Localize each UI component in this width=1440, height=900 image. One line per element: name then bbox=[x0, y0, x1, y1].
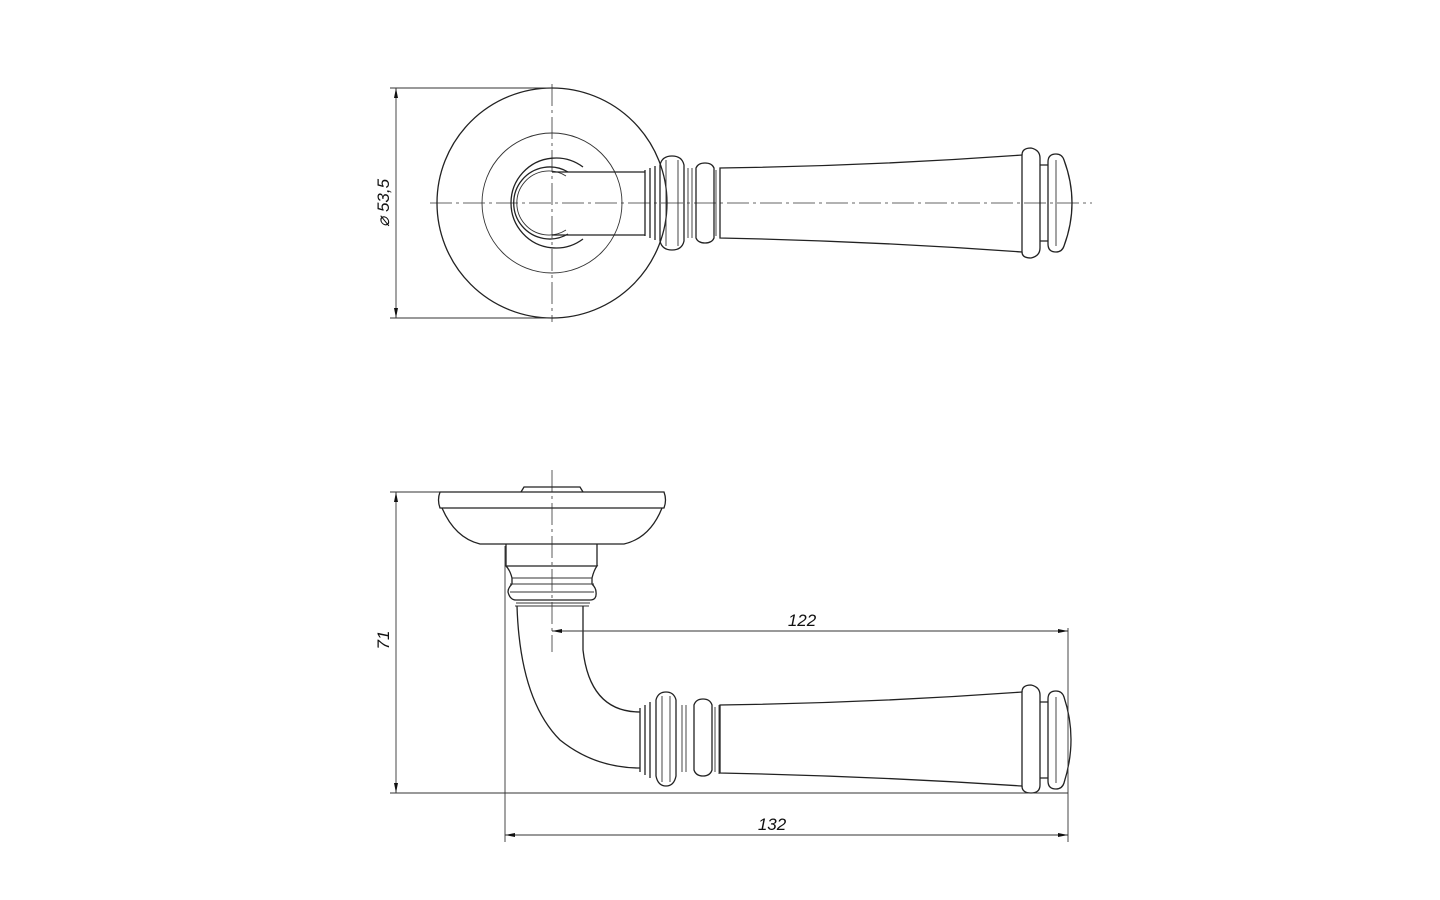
grip-length-dimension: 122 bbox=[552, 611, 1069, 842]
stem-inner-curve bbox=[582, 606, 641, 713]
height-dimension: 71 bbox=[374, 491, 1068, 794]
end-cap bbox=[1021, 684, 1072, 794]
top-view: ⌀ 53,5 bbox=[374, 84, 1092, 322]
diameter-dimension: ⌀ 53,5 bbox=[374, 87, 552, 319]
grip bbox=[719, 154, 1023, 253]
rose-inner-circle bbox=[481, 132, 623, 274]
rose bbox=[437, 486, 667, 545]
overall-length-label: 132 bbox=[758, 815, 787, 834]
overall-length-dimension: 132 bbox=[504, 546, 1068, 842]
diameter-label: ⌀ 53,5 bbox=[374, 178, 393, 227]
collar-beads bbox=[639, 691, 720, 787]
stem-outer-curve bbox=[516, 605, 641, 769]
grip bbox=[719, 691, 1023, 787]
side-view: 71 122 132 bbox=[374, 470, 1072, 842]
stem bbox=[552, 171, 645, 236]
grip-length-label: 122 bbox=[788, 611, 817, 630]
collar-beads bbox=[644, 155, 721, 251]
end-cap bbox=[1021, 147, 1073, 259]
height-label: 71 bbox=[374, 631, 393, 650]
neck bbox=[504, 544, 599, 607]
collar-ring bbox=[510, 157, 584, 249]
